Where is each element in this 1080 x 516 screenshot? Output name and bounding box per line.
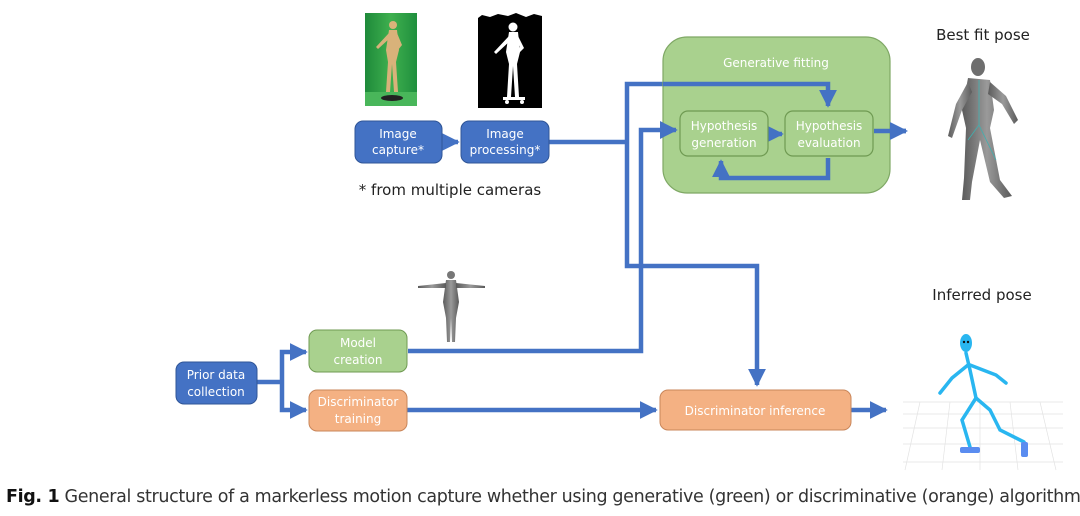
inferred-pose-label: Inferred pose: [932, 286, 1031, 304]
image-capture-line1: Image: [379, 127, 417, 141]
hypothesis-generation-line2: generation: [691, 136, 756, 150]
prior-data-collection-node: Prior data collection: [175, 361, 258, 405]
container-connectors: [659, 81, 908, 181]
capture-photo-image: [365, 13, 417, 106]
generative-fitting-title: Generative fitting: [723, 56, 829, 70]
hypothesis-evaluation-line1: Hypothesis: [796, 119, 863, 133]
model-creation-line2: creation: [334, 353, 383, 367]
floor-grid: [903, 401, 1063, 471]
image-processing-node: Image processing*: [460, 120, 550, 164]
arrow-prior-to-training: [279, 382, 308, 419]
discriminator-inference-label: Discriminator inference: [685, 404, 826, 418]
inferred-skeleton-image: [903, 334, 1063, 471]
multi-camera-note: * from multiple cameras: [359, 181, 542, 199]
hypothesis-generation-node: Hypothesis generation: [679, 110, 769, 157]
image-processing-line1: Image: [486, 127, 524, 141]
best-fit-pose-label: Best fit pose: [936, 26, 1030, 44]
prior-data-line1: Prior data: [187, 368, 245, 382]
discriminator-training-line1: Discriminator: [318, 395, 399, 409]
arrow-processing-to-inference: [624, 142, 766, 387]
prior-data-line2: collection: [187, 385, 245, 399]
hypothesis-evaluation-line2: evaluation: [797, 136, 860, 150]
figure-label: Fig. 1: [6, 487, 60, 507]
best-fit-model-image: [948, 58, 1018, 200]
image-capture-node: Image capture*: [354, 120, 443, 164]
hypothesis-evaluation-node: Hypothesis evaluation: [784, 110, 874, 157]
discriminator-training-node: Discriminator training: [308, 389, 408, 432]
caption-text: General structure of a markerless motion…: [59, 487, 1080, 507]
figure-caption: Fig. 1 General structure of a markerless…: [6, 487, 1080, 507]
image-capture-line2: capture*: [372, 143, 424, 157]
hypothesis-generation-line1: Hypothesis: [691, 119, 758, 133]
image-processing-line2: processing*: [470, 143, 541, 157]
discriminator-training-line2: training: [335, 412, 382, 426]
model-creation-node: Model creation: [308, 329, 408, 373]
silhouette-image: [478, 13, 542, 108]
arrow-prior-to-model: [279, 343, 308, 382]
arrow-model-to-generation: [408, 121, 678, 354]
model-creation-line1: Model: [340, 336, 376, 350]
motion-capture-diagram: Generative fitting Hypothesis generation…: [175, 13, 1063, 471]
discriminator-inference-node: Discriminator inference: [659, 389, 852, 431]
t-pose-model-image: [418, 271, 485, 342]
